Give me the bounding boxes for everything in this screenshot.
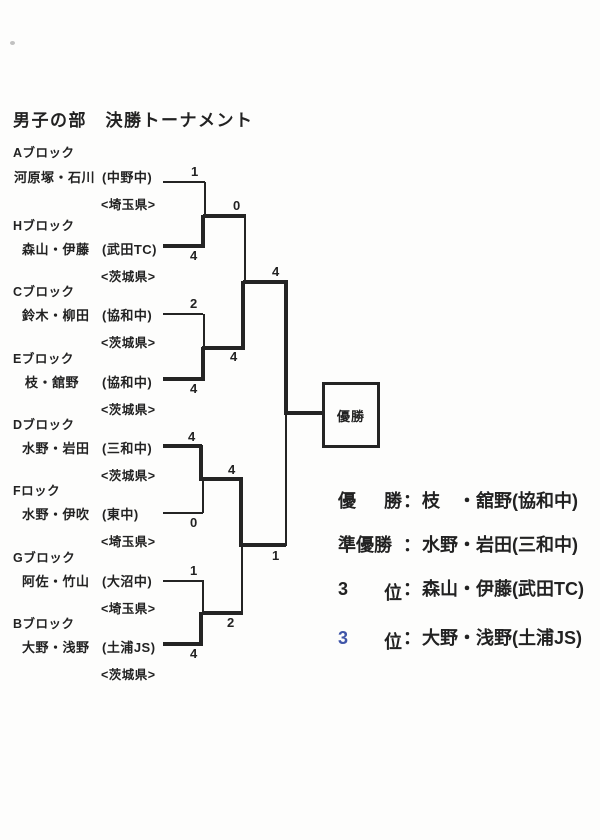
block-label-f: Fロック <box>13 484 61 498</box>
bracket-line-m3-join-bottom <box>202 481 204 513</box>
team-b: 大野・浅野 <box>22 640 90 655</box>
block-label-g: Gブロック <box>13 551 76 565</box>
block-label-b: Bブロック <box>13 617 75 631</box>
bracket-line-m1-advance <box>203 214 246 218</box>
result-rank: 優勝 <box>338 491 402 511</box>
colon: ： <box>403 491 421 511</box>
bracket-line-m4-join-bottom-winner <box>199 612 203 646</box>
club-f: (東中) <box>102 507 139 522</box>
bracket-line-m4-join-top <box>202 581 204 613</box>
result-rank: 準優勝 <box>338 535 392 555</box>
colon: ： <box>403 628 421 648</box>
bracket-line-m1-join-top <box>204 182 206 216</box>
champion-box-label: 優勝 <box>336 408 365 424</box>
pref-b: <茨城県> <box>101 668 156 682</box>
score-m4-bottom: 4 <box>190 646 198 661</box>
score-m2-advance: 4 <box>230 349 238 364</box>
score-final-top: 4 <box>272 264 280 279</box>
score-m4-advance: 2 <box>227 615 235 630</box>
bracket-line-m3-join-top-winner <box>199 445 203 481</box>
result-team: 森山・伊藤(武田TC) <box>422 579 584 599</box>
pref-f: <埼玉県> <box>101 535 156 549</box>
score-final-bottom: 1 <box>272 548 280 563</box>
bracket-line-champion-connector <box>286 411 323 415</box>
bracket-line-team-d-winner <box>163 444 202 448</box>
result-team: 枝 ・舘野(協和中) <box>422 491 578 511</box>
score-m1-top: 1 <box>191 164 199 179</box>
bracket-line-sf1-advance <box>243 280 288 284</box>
bracket-line-sf1-bottom-winner <box>241 281 245 350</box>
pref-c: <茨城県> <box>101 336 156 350</box>
page-title: 男子の部 決勝トーナメント <box>13 111 254 130</box>
club-c: (協和中) <box>102 308 153 323</box>
colon: ： <box>403 579 421 599</box>
club-b: (土浦JS) <box>102 640 156 655</box>
score-m2-top: 2 <box>190 296 198 311</box>
bracket-line-sf2-advance <box>241 543 286 547</box>
team-c: 鈴木・柳田 <box>22 308 90 323</box>
pref-h: <茨城県> <box>101 270 156 284</box>
block-label-a: Aブロック <box>13 146 75 160</box>
team-g: 阿佐・竹山 <box>22 574 90 589</box>
result-team: 水野・岩田(三和中) <box>422 535 578 555</box>
score-m4-top: 1 <box>190 563 198 578</box>
club-g: (大沼中) <box>102 574 153 589</box>
bracket-line-team-g <box>163 580 204 582</box>
bracket-line-m2-advance <box>202 346 243 350</box>
bracket-line-team-f <box>163 512 203 514</box>
result-team: 大野・浅野(土浦JS) <box>422 628 583 648</box>
block-label-e: Eブロック <box>13 352 74 366</box>
club-h: (武田TC) <box>102 242 157 257</box>
bracket-line-m2-join-top <box>203 314 205 348</box>
block-label-h: Hブロック <box>13 219 75 233</box>
bracket-line-m1-join-bottom-winner <box>201 215 205 248</box>
club-e: (協和中) <box>102 375 153 390</box>
pref-e: <茨城県> <box>101 403 156 417</box>
team-a: 河原塚・石川 <box>14 170 96 185</box>
bracket-line-sf1-top-loser <box>244 218 246 282</box>
bracket-line-m2-join-bottom-winner <box>201 347 205 381</box>
bracket-line-sf2-top-winner <box>239 478 243 547</box>
bracket-line-m4-advance <box>202 611 243 615</box>
bracket-line-team-h-winner <box>163 244 204 248</box>
pref-a: <埼玉県> <box>101 198 156 212</box>
block-label-d: Dブロック <box>13 418 75 432</box>
bracket-line-team-e-winner <box>163 377 203 381</box>
bracket-line-final-top-winner <box>284 281 288 415</box>
block-label-c: Cブロック <box>13 285 75 299</box>
result-line-runner-up: 準優勝 ： 水野・岩田(三和中) <box>338 531 578 557</box>
score-m3-advance: 4 <box>228 462 236 477</box>
bracket-line-team-a <box>163 181 205 183</box>
score-m1-bottom: 4 <box>190 248 198 263</box>
bracket-line-team-c <box>163 313 203 315</box>
scan-artifact <box>10 41 15 45</box>
club-d: (三和中) <box>102 441 153 456</box>
score-m3-top: 4 <box>188 429 196 444</box>
pref-d: <茨城県> <box>101 469 156 483</box>
bracket-line-sf2-bottom-loser <box>241 547 243 614</box>
blue-rank-number: 3 <box>338 628 349 648</box>
result-line-champion: 優勝 ： 枝 ・舘野(協和中) <box>338 487 578 513</box>
score-m1-advance: 0 <box>233 198 241 213</box>
bracket-line-final-bottom-loser <box>285 415 287 546</box>
bracket-line-m3-advance <box>200 477 243 481</box>
champion-box: 優勝 <box>322 382 380 448</box>
pref-g: <埼玉県> <box>101 602 156 616</box>
team-d: 水野・岩田 <box>22 441 90 456</box>
club-a: (中野中) <box>102 170 153 185</box>
score-m2-bottom: 4 <box>190 381 198 396</box>
colon: ： <box>403 535 421 555</box>
score-m3-bottom: 0 <box>190 515 198 530</box>
team-f: 水野・伊吹 <box>22 507 90 522</box>
team-e: 枝・舘野 <box>25 375 80 390</box>
team-h: 森山・伊藤 <box>22 242 90 257</box>
bracket-line-team-b-winner <box>163 642 200 646</box>
